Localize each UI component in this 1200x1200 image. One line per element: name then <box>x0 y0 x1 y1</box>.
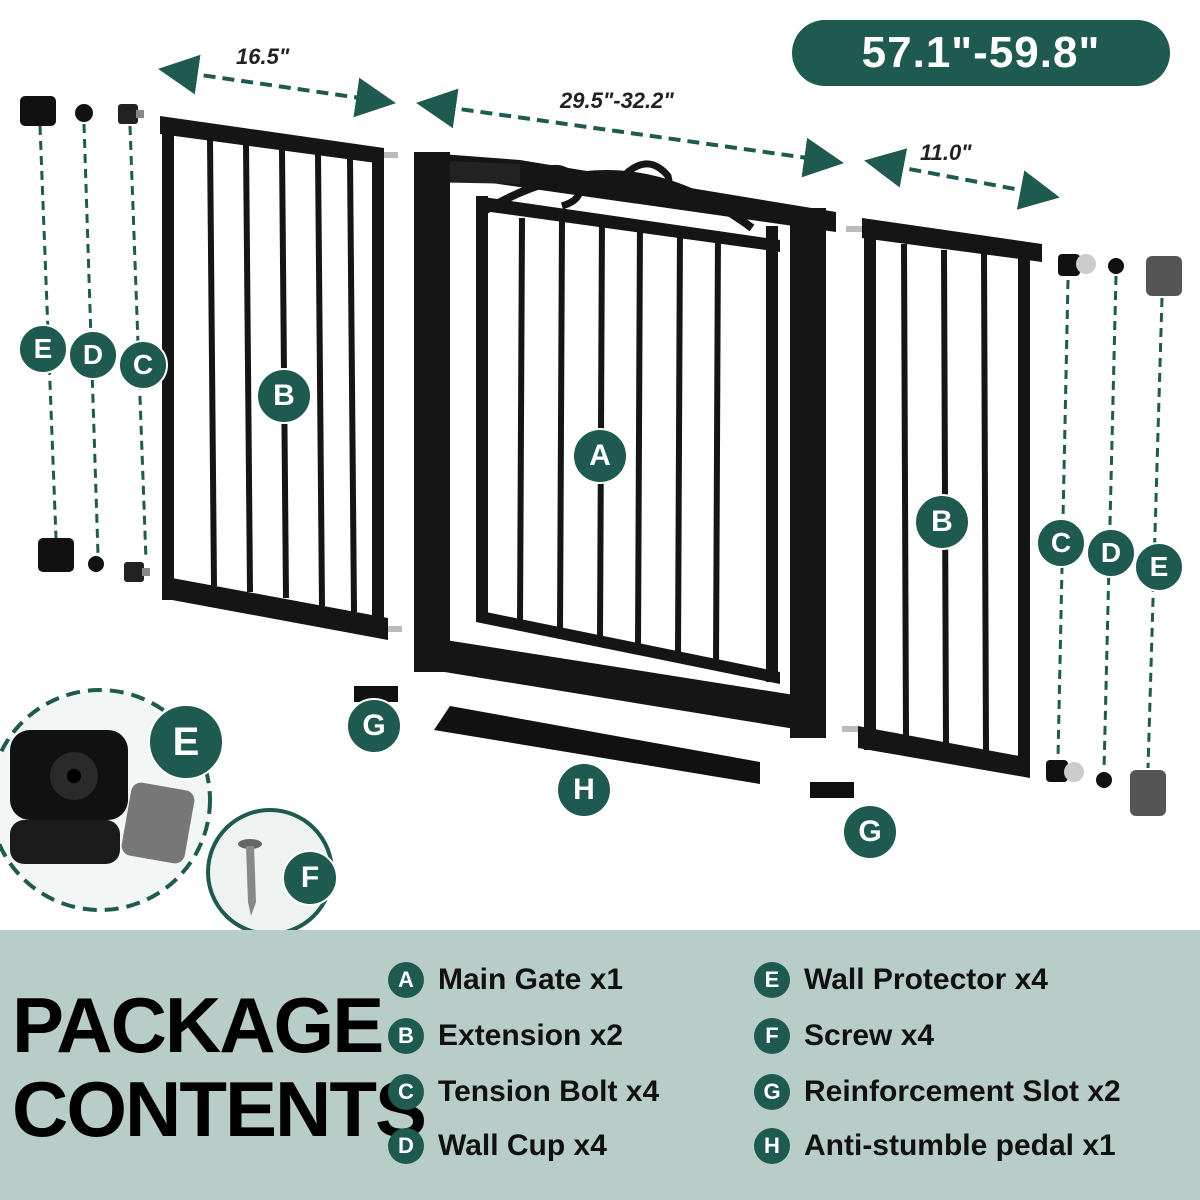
item-text: Main Gate x1 <box>438 963 624 996</box>
right-extension <box>842 218 1042 778</box>
item-letter: F <box>754 1018 790 1054</box>
wall-protector-bottom-left <box>38 538 74 572</box>
left-extension <box>160 116 402 640</box>
item-letter: B <box>388 1018 424 1054</box>
anti-stumble-pedal <box>434 706 760 784</box>
label-d-left: D <box>68 330 118 380</box>
label-g-right: G <box>842 804 898 860</box>
item-letter: A <box>388 962 424 998</box>
wall-protector-top-left <box>20 96 56 126</box>
label-d-right: D <box>1086 528 1136 578</box>
package-item: F Screw x4 <box>754 1014 934 1058</box>
item-text: Extension x2 <box>438 1019 624 1052</box>
package-item: D Wall Cup x4 <box>388 1124 607 1168</box>
package-item: E Wall Protector x4 <box>754 958 1048 1002</box>
item-text: Screw x4 <box>804 1019 935 1052</box>
right-extension-dimension: 11.0" <box>920 140 972 165</box>
wall-protector-bottom-right <box>1130 770 1166 816</box>
package-item: A Main Gate x1 <box>388 958 623 1002</box>
label-c-right: C <box>1036 518 1086 568</box>
package-title-line1: PACKAGE <box>12 981 384 1069</box>
package-item: G Reinforcement Slot x2 <box>754 1070 1121 1114</box>
left-extension-dimension: 16.5" <box>236 44 290 69</box>
tension-bolt-top-left <box>118 104 144 124</box>
label-c-left: C <box>118 340 168 390</box>
item-text: Wall Protector x4 <box>804 963 1048 996</box>
tension-bolt-bottom-right <box>1046 760 1084 782</box>
label-e-callout: E <box>148 704 224 780</box>
item-text: Wall Cup x4 <box>438 1129 607 1162</box>
label-a: A <box>572 428 628 484</box>
item-text: Reinforcement Slot x2 <box>804 1075 1121 1108</box>
wall-cup-top-right <box>1108 258 1124 274</box>
right-extension-arrow <box>864 148 1060 210</box>
label-b-right: B <box>914 494 970 550</box>
item-letter: D <box>388 1128 424 1164</box>
total-width-badge: 57.1"-59.8" <box>792 20 1170 86</box>
package-item: H Anti-stumble pedal x1 <box>754 1124 1116 1168</box>
tension-bolt-top-right <box>1058 254 1096 276</box>
item-letter: E <box>754 962 790 998</box>
item-letter: H <box>754 1128 790 1164</box>
item-letter: C <box>388 1074 424 1110</box>
reinforcement-slot-right <box>810 782 854 798</box>
left-hardware <box>20 96 150 582</box>
package-item: C Tension Bolt x4 <box>388 1070 659 1114</box>
item-text: Tension Bolt x4 <box>438 1075 660 1108</box>
item-text: Anti-stumble pedal x1 <box>804 1129 1116 1162</box>
item-letter: G <box>754 1074 790 1110</box>
reinforcement-slot-left <box>354 686 398 702</box>
wall-cup-top-left <box>75 104 93 122</box>
label-e-left: E <box>18 324 68 374</box>
main-gate-arrow <box>416 88 844 178</box>
main-gate-dimension: 29.5"-32.2" <box>560 88 674 113</box>
label-g-left: G <box>346 698 402 754</box>
left-extension-arrow <box>158 54 396 118</box>
gate-diagram: 57.1"-59.8" 16.5" 29.5"-32.2" 11.0" E D … <box>0 20 1184 936</box>
label-b-left: B <box>256 368 312 424</box>
label-f-callout: F <box>282 850 338 906</box>
main-gate <box>414 152 836 738</box>
right-hardware <box>1046 254 1182 816</box>
wall-cup-bottom-right <box>1096 772 1112 788</box>
label-h: H <box>556 762 612 818</box>
tension-bolt-bottom-left <box>124 562 150 582</box>
wall-protector-top-right <box>1146 256 1182 296</box>
dimension-arrows <box>158 54 1060 210</box>
package-item: B Extension x2 <box>388 1014 623 1058</box>
package-contents-panel: PACKAGE CONTENTS A Main Gate x1 B Extens… <box>0 930 1200 1200</box>
label-e-right: E <box>1134 542 1184 592</box>
wall-cup-bottom-left <box>88 556 104 572</box>
package-title-line2: CONTENTS <box>12 1065 427 1153</box>
